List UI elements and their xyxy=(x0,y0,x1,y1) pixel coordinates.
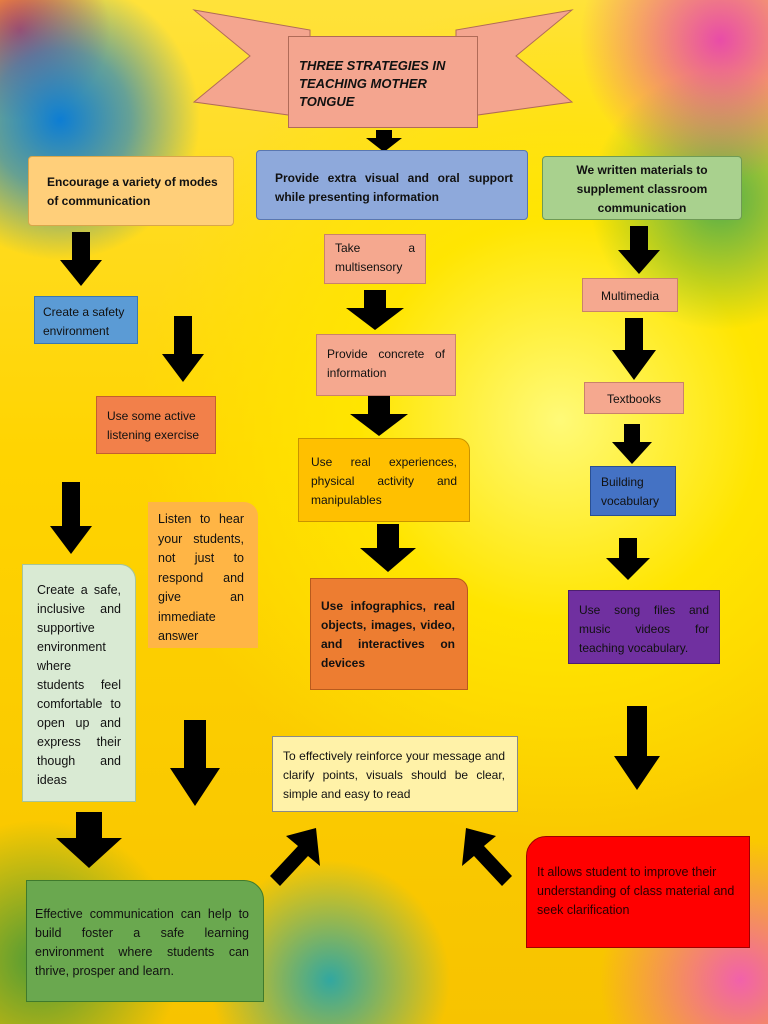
col2-step4: Use infographics, real objects, images, … xyxy=(310,578,468,690)
title-down-arrow xyxy=(366,130,402,152)
col1-step3: Listen to hear your students, not just t… xyxy=(148,502,258,648)
col2-arrow-3 xyxy=(360,524,416,572)
col3-step4: Use song files and music videos for teac… xyxy=(568,590,720,664)
col1-result: Effective communication can help to buil… xyxy=(26,880,264,1002)
col3-step1: Multimedia xyxy=(582,278,678,312)
col2-arrow-1 xyxy=(346,290,404,330)
col1-header: Encourage a variety of modes of communic… xyxy=(28,156,234,226)
col3-arrow-3 xyxy=(612,424,652,464)
col3-arrow-1 xyxy=(618,226,660,274)
col1-step4: Create a safe, inclusive and supportive … xyxy=(22,564,136,802)
page-title: THREE STRATEGIES IN TEACHING MOTHER TONG… xyxy=(288,36,478,128)
col3-result: It allows student to improve their under… xyxy=(526,836,750,948)
col2-result: To effectively reinforce your message an… xyxy=(272,736,518,812)
col2-step1: Take a multisensory xyxy=(324,234,426,284)
col2-step3: Use real experiences, physical activity … xyxy=(298,438,470,522)
col3-step3: Building vocabulary xyxy=(590,466,676,516)
col1-arrow-3 xyxy=(50,482,92,554)
col3-arrow-2 xyxy=(612,318,656,380)
arrow-to-center-left xyxy=(270,828,320,886)
col3-arrow-5 xyxy=(614,706,660,790)
col1-arrow-2 xyxy=(162,316,204,382)
col2-step2: Provide concrete of information xyxy=(316,334,456,396)
title-banner-ribbon xyxy=(192,9,574,119)
col2-header: Provide extra visual and oral support wh… xyxy=(256,150,528,220)
col2-arrow-2 xyxy=(350,396,408,436)
col1-arrow-5 xyxy=(56,812,122,868)
col1-arrow-4 xyxy=(170,720,220,806)
col3-step2: Textbooks xyxy=(584,382,684,414)
col1-step2: Use some active listening exercise xyxy=(96,396,216,454)
col1-step1: Create a safety environment xyxy=(34,296,138,344)
col1-arrow-1 xyxy=(60,232,102,286)
col3-header: We written materials to supplement class… xyxy=(542,156,742,220)
arrow-to-center-right xyxy=(462,828,512,886)
col3-arrow-4 xyxy=(606,538,650,580)
